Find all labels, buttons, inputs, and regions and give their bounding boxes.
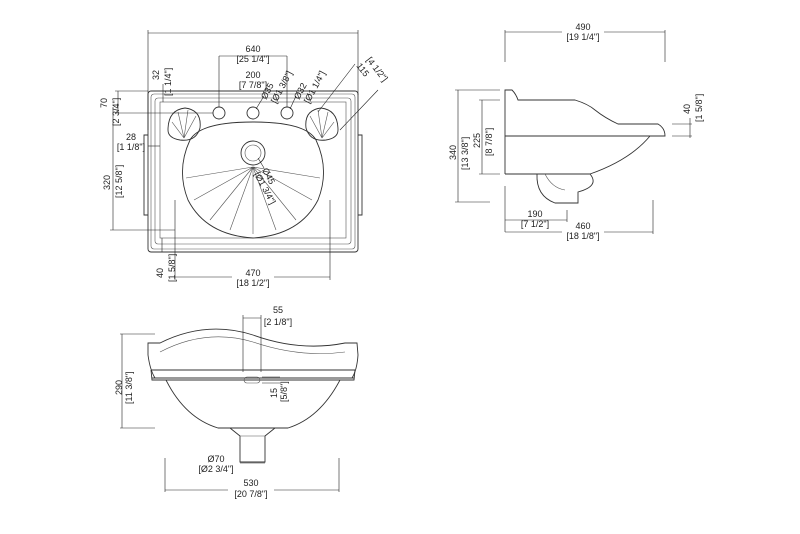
dim-340-in: [13 3/8"] bbox=[460, 137, 470, 170]
dim-225: 225 bbox=[472, 133, 482, 148]
right-shell-ornament bbox=[305, 107, 339, 141]
dim-460: 460 bbox=[575, 221, 590, 231]
dim-290-in: [11 3/8"] bbox=[124, 371, 134, 404]
dim-290: 290 bbox=[114, 380, 124, 395]
dim-200-in: [7 7/8"] bbox=[239, 80, 267, 90]
dim-190: 190 bbox=[527, 209, 542, 219]
tap-hole-center bbox=[246, 106, 260, 120]
dim-15-in: [5/8"] bbox=[279, 381, 289, 402]
dim-490: 490 bbox=[575, 22, 590, 32]
dim-340: 340 bbox=[448, 145, 458, 160]
dim-320: 320 bbox=[102, 175, 112, 190]
dim-470-in: [18 1/2"] bbox=[236, 278, 269, 288]
side-view: 490 [19 1/4"] 40 [1 5/8"] 340 [13 3/8"] … bbox=[448, 22, 704, 242]
dim-40: 40 bbox=[155, 268, 165, 278]
dim-55: 55 bbox=[273, 305, 283, 315]
dim-530: 530 bbox=[243, 478, 258, 488]
dim-640-in: [25 1/4"] bbox=[236, 54, 269, 64]
waste-outlet bbox=[240, 140, 266, 166]
dim-waste-70-in: [Ø2 3/4"] bbox=[198, 464, 233, 474]
shell-bowl bbox=[182, 121, 324, 239]
dim-640: 640 bbox=[245, 44, 260, 54]
dim-470: 470 bbox=[245, 268, 260, 278]
tap-hole-left bbox=[212, 106, 226, 120]
dim-28: 28 bbox=[126, 132, 136, 142]
dim-190-in: [7 1/2"] bbox=[521, 219, 549, 229]
dim-200: 200 bbox=[245, 70, 260, 80]
dim-70-in: [2 3/4"] bbox=[111, 98, 121, 126]
dim-320-in: [12 5/8"] bbox=[114, 165, 124, 198]
front-view: 55 [2 1/8"] 290 [11 3/8"] 15 [5/8"] Ø70 … bbox=[114, 305, 359, 499]
dim-32-in: [1 1/4"] bbox=[163, 68, 173, 96]
dim-15: 15 bbox=[269, 388, 279, 398]
dim-55-in: [2 1/8"] bbox=[264, 317, 292, 327]
dim-32: 32 bbox=[151, 70, 161, 80]
top-view: 640 [25 1/4"] 200 [7 7/8"] Ø35 [Ø1 3/8"]… bbox=[99, 30, 390, 288]
dim-225-in: [8 7/8"] bbox=[484, 128, 494, 156]
dim-side-40-in: [1 5/8"] bbox=[694, 94, 704, 122]
dim-waste-70: Ø70 bbox=[207, 454, 224, 464]
dim-460-in: [18 1/8"] bbox=[566, 231, 599, 241]
dim-490-in: [19 1/4"] bbox=[566, 32, 599, 42]
dim-28-in: [1 1/8"] bbox=[117, 142, 145, 152]
left-shell-ornament bbox=[167, 107, 201, 141]
dim-40-in: [1 5/8"] bbox=[167, 254, 177, 282]
dim-side-40: 40 bbox=[682, 104, 692, 114]
dim-530-in: [20 7/8"] bbox=[234, 489, 267, 499]
tap-hole-right bbox=[280, 106, 294, 120]
dim-70: 70 bbox=[99, 98, 109, 108]
